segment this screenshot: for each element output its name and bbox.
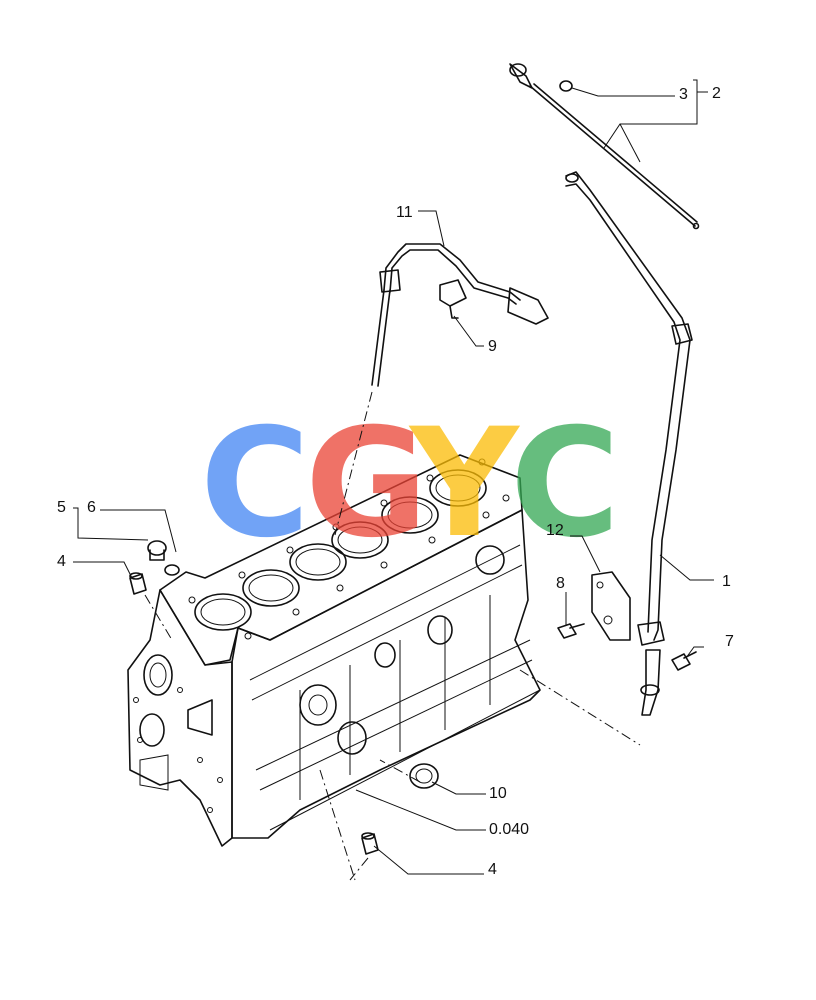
bolt-8 bbox=[557, 623, 585, 639]
harness-clip bbox=[439, 279, 467, 319]
callout-7: 7 bbox=[725, 633, 734, 650]
callout-4-bottom: 4 bbox=[488, 861, 497, 878]
center-lines bbox=[144, 391, 641, 881]
watermark-letter-c1: C bbox=[200, 397, 310, 571]
o-ring bbox=[559, 80, 573, 92]
callout-labels: 1 2 3 4 4 5 6 7 8 9 10 11 12 0.040 bbox=[57, 85, 734, 878]
seal-10 bbox=[409, 763, 439, 789]
callout-9: 9 bbox=[488, 338, 497, 355]
callout-12: 12 bbox=[546, 522, 564, 539]
plug-4-top bbox=[129, 572, 147, 595]
engine-block bbox=[127, 454, 541, 847]
watermark-letter-g: G bbox=[305, 397, 428, 571]
callout-6: 6 bbox=[87, 499, 96, 516]
callout-8: 8 bbox=[556, 575, 565, 592]
plug-4-bottom bbox=[361, 832, 379, 855]
callout-5: 5 bbox=[57, 499, 66, 516]
watermark-letter-y: Y bbox=[408, 397, 521, 571]
callout-0040: 0.040 bbox=[489, 821, 529, 838]
cgyc-watermark: C G Y C bbox=[200, 397, 620, 571]
callout-10: 10 bbox=[489, 785, 507, 802]
tube-bracket bbox=[591, 571, 631, 641]
callout-1: 1 bbox=[722, 573, 731, 590]
callout-4-top: 4 bbox=[57, 553, 66, 570]
watermark-letter-c2: C bbox=[510, 397, 620, 571]
dipstick-tube bbox=[565, 171, 693, 716]
callout-2: 2 bbox=[712, 85, 721, 102]
dipstick bbox=[509, 63, 700, 230]
callout-3: 3 bbox=[679, 86, 688, 103]
callout-11: 11 bbox=[396, 204, 413, 221]
sensor-harness bbox=[371, 243, 549, 387]
leader-lines bbox=[73, 79, 714, 875]
bolt-7 bbox=[671, 651, 697, 671]
plug-5-6 bbox=[147, 540, 180, 576]
